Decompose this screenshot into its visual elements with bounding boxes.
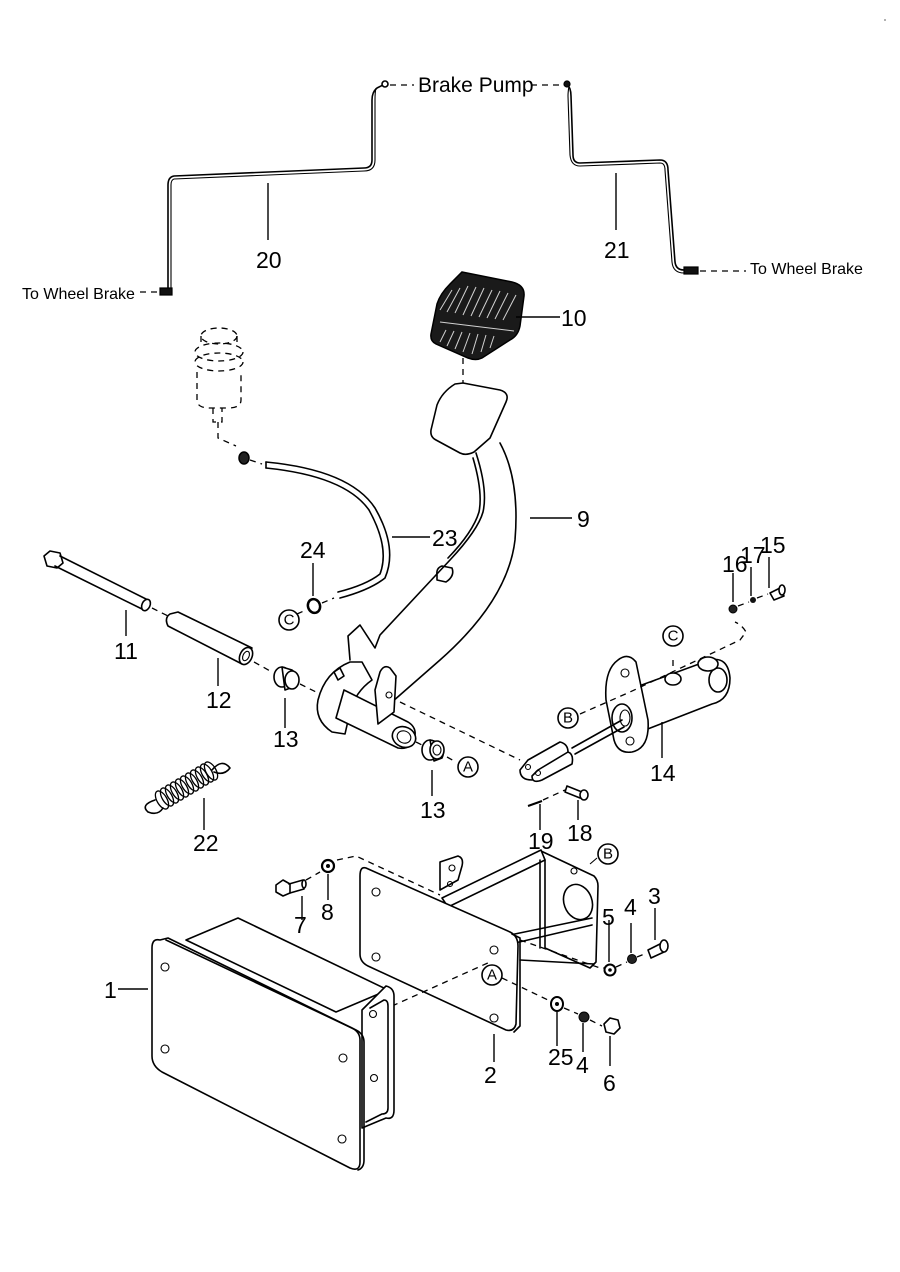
- brake-pump-note: Brake Pump: [418, 74, 534, 97]
- to-wheel-brake-right-note: To Wheel Brake: [750, 261, 863, 278]
- lock-washer-4-upper: [627, 954, 637, 964]
- washer-16: [728, 604, 738, 614]
- callout-17: 17: [740, 542, 766, 568]
- fitting-icon: [683, 266, 699, 275]
- ref-marker-b: [557, 707, 579, 729]
- callout-16: 16: [722, 551, 748, 577]
- bushing-13-right: [421, 739, 445, 762]
- pedal-bracket-2: [359, 849, 599, 1033]
- ref-marker-c: [662, 625, 684, 647]
- washer-25: [550, 996, 564, 1012]
- callout-23: 23: [432, 525, 458, 551]
- callout-10: 10: [561, 305, 587, 331]
- corner-mark: [884, 19, 886, 21]
- callout-18: 18: [567, 820, 593, 846]
- svg-text:A: A: [487, 967, 497, 984]
- bushing-13-left: [273, 666, 300, 691]
- sleeve-12: [165, 611, 254, 666]
- brake-line-21: [563, 80, 699, 275]
- nut-6: [603, 1017, 621, 1035]
- callout-4-upper: 4: [624, 894, 637, 920]
- svg-text:B: B: [563, 710, 573, 727]
- pedal-pad-10: [430, 271, 525, 361]
- svg-text:A: A: [463, 759, 473, 776]
- reservoir-hose-23: [265, 461, 391, 599]
- fitting-icon: [563, 80, 571, 88]
- callout-2: 2: [484, 1062, 497, 1088]
- fitting-icon: [159, 287, 173, 296]
- callout-9: 9: [577, 506, 590, 532]
- washer-5: [603, 963, 617, 977]
- callout-8: 8: [321, 899, 334, 925]
- callout-5: 5: [602, 904, 615, 930]
- brake-line-20: [159, 80, 389, 296]
- to-wheel-brake-left-note: To Wheel Brake: [22, 286, 135, 303]
- callout-6: 6: [603, 1070, 616, 1096]
- reservoir-phantom: [194, 327, 244, 447]
- hose-clamp-24: [306, 597, 322, 615]
- return-spring-22: [144, 761, 231, 815]
- hose-clamp-top: [238, 451, 250, 465]
- callout-25: 25: [548, 1044, 574, 1070]
- ref-marker-c: [278, 609, 300, 631]
- svg-text:C: C: [668, 628, 679, 645]
- nut-8: [320, 858, 336, 874]
- fitting-icon: [381, 80, 389, 88]
- brake-pedal-arm-9: [316, 382, 517, 750]
- bolt-15: [769, 584, 786, 601]
- callout-4-lower: 4: [576, 1052, 589, 1078]
- master-cylinder-14: [519, 655, 731, 783]
- cotter-pin-19: [527, 800, 543, 807]
- svg-text:B: B: [603, 846, 613, 863]
- ref-marker-a: [457, 756, 479, 778]
- bolt-7: [275, 879, 307, 897]
- callout-13-right: 13: [420, 797, 446, 823]
- callout-12: 12: [206, 687, 232, 713]
- pivot-bolt-11: [43, 550, 152, 612]
- callout-13-left: 13: [273, 726, 299, 752]
- callout-22: 22: [193, 830, 219, 856]
- clevis-pin-18: [564, 785, 589, 801]
- ref-marker-a: [481, 964, 503, 986]
- callout-3: 3: [648, 883, 661, 909]
- svg-text:C: C: [284, 612, 295, 629]
- callout-24: 24: [300, 537, 326, 563]
- callout-7: 7: [294, 912, 307, 938]
- ref-marker-b: [597, 843, 619, 865]
- callout-11: 11: [114, 638, 138, 664]
- callout-14: 14: [650, 760, 676, 786]
- callout-15: 15: [760, 532, 786, 558]
- callout-1: 1: [104, 977, 117, 1003]
- callout-20: 20: [256, 247, 282, 273]
- washer-17: [750, 597, 756, 603]
- callout-21: 21: [604, 237, 630, 263]
- mounting-plate-1: [151, 917, 395, 1171]
- bolt-3: [647, 939, 669, 959]
- lock-washer-4-lower: [578, 1011, 590, 1023]
